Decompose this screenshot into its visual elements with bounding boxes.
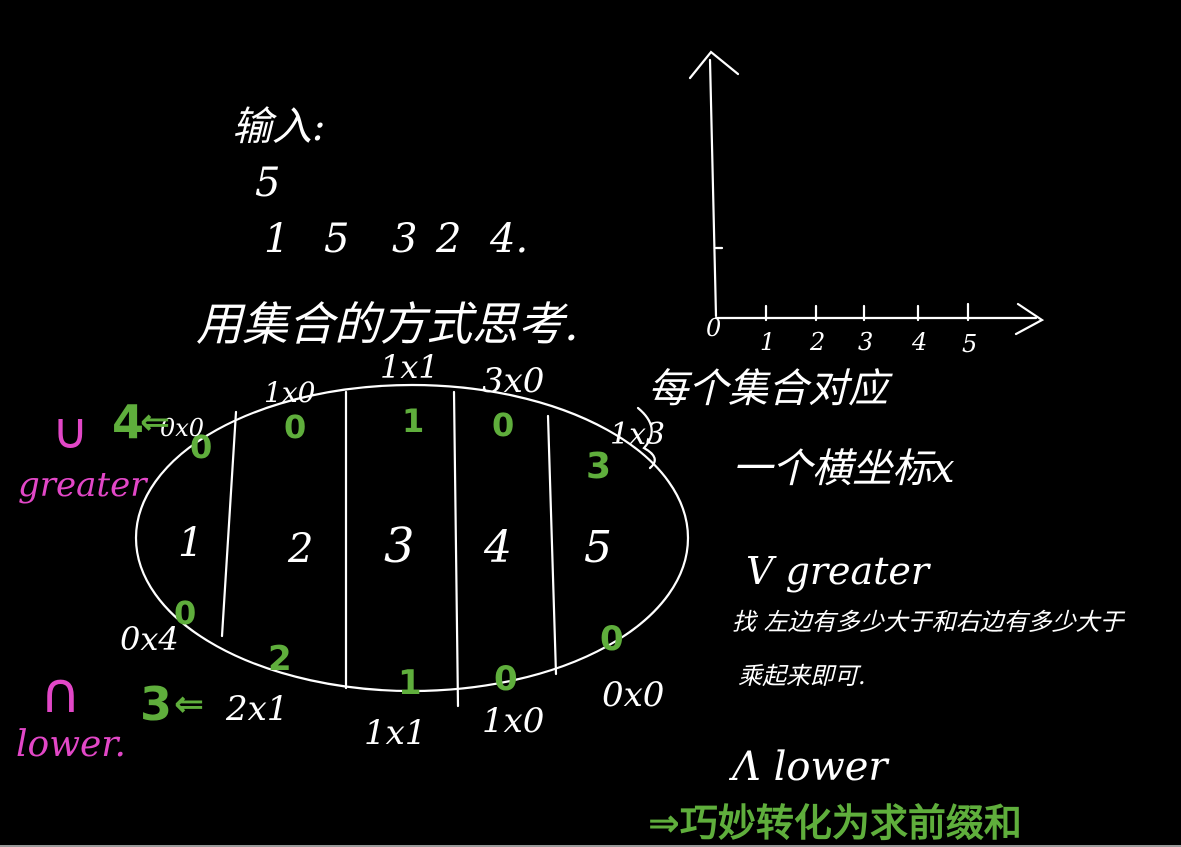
canvas-bottom-edge (0, 845, 1181, 847)
greater-count: 3 (586, 446, 611, 487)
x-axis-arrow-icon (1014, 302, 1045, 336)
bottom-product: 1x0 (482, 701, 544, 741)
greater-counts: 0 0 1 0 3 (190, 402, 611, 487)
top-product: 1x1 (380, 348, 439, 386)
lower-count: 0 (494, 659, 518, 699)
brace-icon (636, 406, 656, 470)
greater-count: 0 (190, 428, 212, 466)
axis-tick-label: 5 (962, 330, 977, 358)
greater-count: 0 (284, 408, 306, 446)
set-dividers (220, 390, 558, 708)
coordinate-axes (688, 50, 1045, 336)
greater-description: 找 左边有多少大于和右边有多少大于 (732, 608, 1126, 636)
note-each-set: 每个集合对应 (648, 366, 893, 412)
greater-count: 0 (492, 406, 514, 444)
greater-description-2: 乘起来即可. (738, 662, 866, 690)
input-sequence: 1 5 3 2 4. (264, 216, 528, 262)
intersection-icon: ∩ (40, 661, 81, 726)
set-ellipse (134, 383, 690, 693)
axis-tick-label: 1 (760, 328, 775, 356)
top-product: 3x0 (482, 361, 544, 401)
greater-count: 1 (402, 402, 424, 440)
set-element: 2 (287, 526, 313, 572)
seq-value: 4. (489, 216, 528, 262)
union-icon: ∪ (52, 402, 89, 460)
lower-word: lower. (16, 724, 126, 765)
bottom-product: 1x1 (364, 713, 426, 753)
lower-total: 3 (140, 677, 172, 731)
method-note: 用集合的方式思考. (196, 297, 579, 351)
note-x-coordinate: 一个横坐标x (732, 446, 955, 492)
greater-word: greater (18, 465, 148, 505)
bottom-products: 0x4 2x1 1x1 1x0 0x0 (120, 620, 664, 753)
axis-tick-label: 3 (858, 328, 873, 356)
top-product: 1x0 (264, 376, 315, 409)
axis-tick-label: 4 (911, 328, 927, 356)
lower-label: Λ lower (728, 744, 890, 790)
lower-count: 0 (600, 619, 624, 659)
left-arrow-icon: ⇐ (174, 684, 204, 725)
top-products: 0x0 1x0 1x1 3x0 1x3 (160, 348, 665, 452)
set-element: 5 (584, 522, 612, 573)
set-divider (546, 414, 558, 676)
input-n: 5 (255, 160, 280, 206)
lower-count: 1 (398, 663, 422, 703)
axis-tick-labels: 1 2 3 4 5 (760, 328, 977, 358)
y-axis-arrow-icon (688, 50, 740, 80)
bottom-product: 0x4 (120, 620, 179, 658)
set-element: 4 (483, 522, 512, 573)
set-divider (452, 390, 460, 708)
top-product: 0x0 (160, 414, 204, 442)
seq-value: 5 (324, 216, 349, 262)
bottom-product: 0x0 (602, 675, 664, 715)
set-element: 1 (178, 520, 203, 566)
lower-counts: 0 2 1 0 0 (174, 594, 624, 703)
greater-total: 4 (112, 395, 144, 449)
lower-count: 0 (174, 594, 196, 632)
set-elements: 1 2 3 4 5 (178, 518, 612, 574)
seq-value: 2 (435, 216, 461, 262)
input-label: 输入: (232, 104, 325, 150)
axis-origin: 0 (706, 314, 721, 342)
seq-value: 3 (392, 216, 417, 262)
left-arrow-icon: ⇐ (140, 402, 170, 443)
lower-count: 2 (268, 639, 292, 679)
set-element: 3 (384, 518, 415, 574)
greater-label: V greater (746, 549, 932, 593)
conclusion-note: ⇒巧妙转化为求前缀和 (648, 801, 1022, 845)
y-axis (708, 58, 718, 318)
top-product: 1x3 (610, 417, 665, 452)
axis-tick-label: 2 (809, 328, 825, 356)
x-axis-ticks (764, 302, 970, 322)
bottom-product: 2x1 (225, 689, 288, 729)
set-divider (220, 410, 238, 638)
seq-value: 1 (264, 216, 289, 262)
